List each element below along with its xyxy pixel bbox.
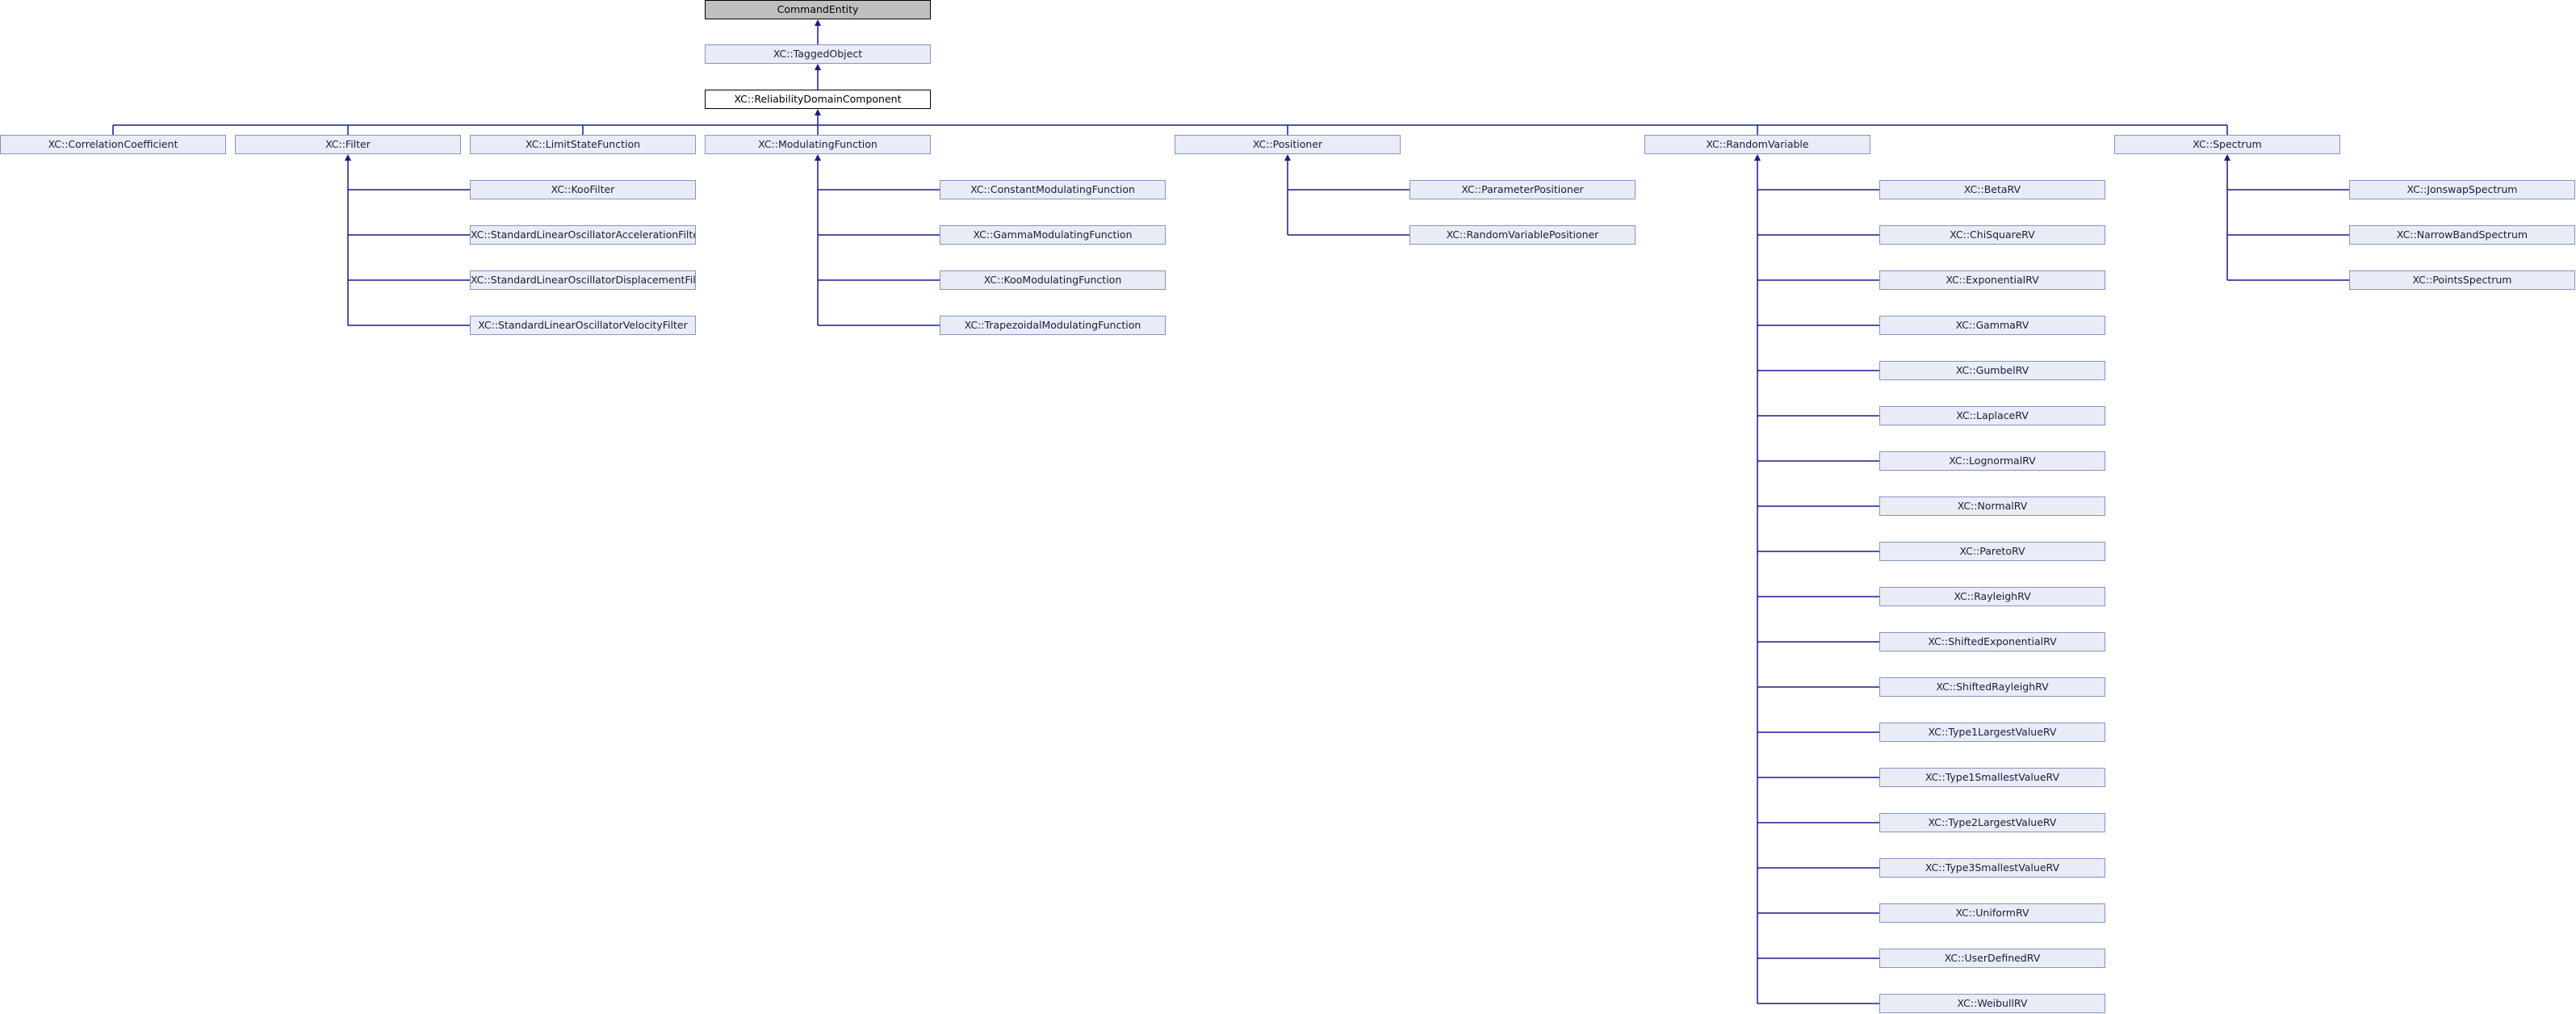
node-narrow-band-spectrum[interactable]: XC::NarrowBandSpectrum bbox=[2349, 225, 2575, 245]
node-command-entity[interactable]: CommandEntity bbox=[705, 0, 931, 19]
node-exponential-rv[interactable]: XC::ExponentialRV bbox=[1879, 270, 2105, 290]
edge-arrow-filter bbox=[345, 154, 351, 161]
node-slo-acceleration-filter[interactable]: XC::StandardLinearOscillatorAcceleration… bbox=[470, 225, 696, 245]
node-random-variable[interactable]: XC::RandomVariable bbox=[1644, 135, 1870, 154]
node-type2-largest-value-rv[interactable]: XC::Type2LargestValueRV bbox=[1879, 813, 2105, 832]
edge-arrow-reliability_domain_component bbox=[815, 109, 821, 115]
edge-arrow-tagged_object bbox=[815, 64, 821, 70]
edge-arrow-positioner bbox=[1284, 154, 1291, 161]
node-limit-state-function[interactable]: XC::LimitStateFunction bbox=[470, 135, 696, 154]
node-positioner[interactable]: XC::Positioner bbox=[1175, 135, 1401, 154]
node-gumbel-rv[interactable]: XC::GumbelRV bbox=[1879, 361, 2105, 380]
edge-arrow-modulating_function bbox=[815, 154, 821, 161]
node-normal-rv[interactable]: XC::NormalRV bbox=[1879, 497, 2105, 516]
node-pareto-rv[interactable]: XC::ParetoRV bbox=[1879, 542, 2105, 561]
node-gamma-rv[interactable]: XC::GammaRV bbox=[1879, 316, 2105, 335]
node-beta-rv[interactable]: XC::BetaRV bbox=[1879, 180, 2105, 199]
node-filter[interactable]: XC::Filter bbox=[235, 135, 461, 154]
node-trapezoidal-modulating-function[interactable]: XC::TrapezoidalModulatingFunction bbox=[940, 316, 1166, 335]
node-jonswap-spectrum[interactable]: XC::JonswapSpectrum bbox=[2349, 180, 2575, 199]
node-chi-square-rv[interactable]: XC::ChiSquareRV bbox=[1879, 225, 2105, 245]
node-user-defined-rv[interactable]: XC::UserDefinedRV bbox=[1879, 949, 2105, 968]
node-laplace-rv[interactable]: XC::LaplaceRV bbox=[1879, 406, 2105, 425]
node-reliability-domain-component: XC::ReliabilityDomainComponent bbox=[705, 90, 931, 109]
node-type1-largest-value-rv[interactable]: XC::Type1LargestValueRV bbox=[1879, 723, 2105, 742]
edge-arrow-command_entity bbox=[815, 19, 821, 26]
node-slo-displacement-filter[interactable]: XC::StandardLinearOscillatorDisplacement… bbox=[470, 270, 696, 290]
node-type1-smallest-value-rv[interactable]: XC::Type1SmallestValueRV bbox=[1879, 768, 2105, 787]
node-slo-velocity-filter[interactable]: XC::StandardLinearOscillatorVelocityFilt… bbox=[470, 316, 696, 335]
node-modulating-function[interactable]: XC::ModulatingFunction bbox=[705, 135, 931, 154]
edge-arrow-random_variable bbox=[1754, 154, 1761, 161]
node-correlation-coefficient[interactable]: XC::CorrelationCoefficient bbox=[0, 135, 226, 154]
node-type3-smallest-value-rv[interactable]: XC::Type3SmallestValueRV bbox=[1879, 858, 2105, 878]
node-shifted-rayleigh-rv[interactable]: XC::ShiftedRayleighRV bbox=[1879, 677, 2105, 697]
node-lognormal-rv[interactable]: XC::LognormalRV bbox=[1879, 451, 2105, 471]
node-tagged-object[interactable]: XC::TaggedObject bbox=[705, 44, 931, 64]
node-shifted-exponential-rv[interactable]: XC::ShiftedExponentialRV bbox=[1879, 632, 2105, 652]
node-koo-modulating-function[interactable]: XC::KooModulatingFunction bbox=[940, 270, 1166, 290]
node-gamma-modulating-function[interactable]: XC::GammaModulatingFunction bbox=[940, 225, 1166, 245]
node-rayleigh-rv[interactable]: XC::RayleighRV bbox=[1879, 587, 2105, 606]
node-weibull-rv[interactable]: XC::WeibullRV bbox=[1879, 994, 2105, 1013]
node-points-spectrum[interactable]: XC::PointsSpectrum bbox=[2349, 270, 2575, 290]
node-constant-modulating-function[interactable]: XC::ConstantModulatingFunction bbox=[940, 180, 1166, 199]
node-uniform-rv[interactable]: XC::UniformRV bbox=[1879, 903, 2105, 923]
node-koo-filter[interactable]: XC::KooFilter bbox=[470, 180, 696, 199]
node-parameter-positioner[interactable]: XC::ParameterPositioner bbox=[1409, 180, 1636, 199]
edge-arrow-spectrum bbox=[2224, 154, 2230, 161]
node-spectrum[interactable]: XC::Spectrum bbox=[2114, 135, 2340, 154]
node-random-variable-positioner[interactable]: XC::RandomVariablePositioner bbox=[1409, 225, 1636, 245]
